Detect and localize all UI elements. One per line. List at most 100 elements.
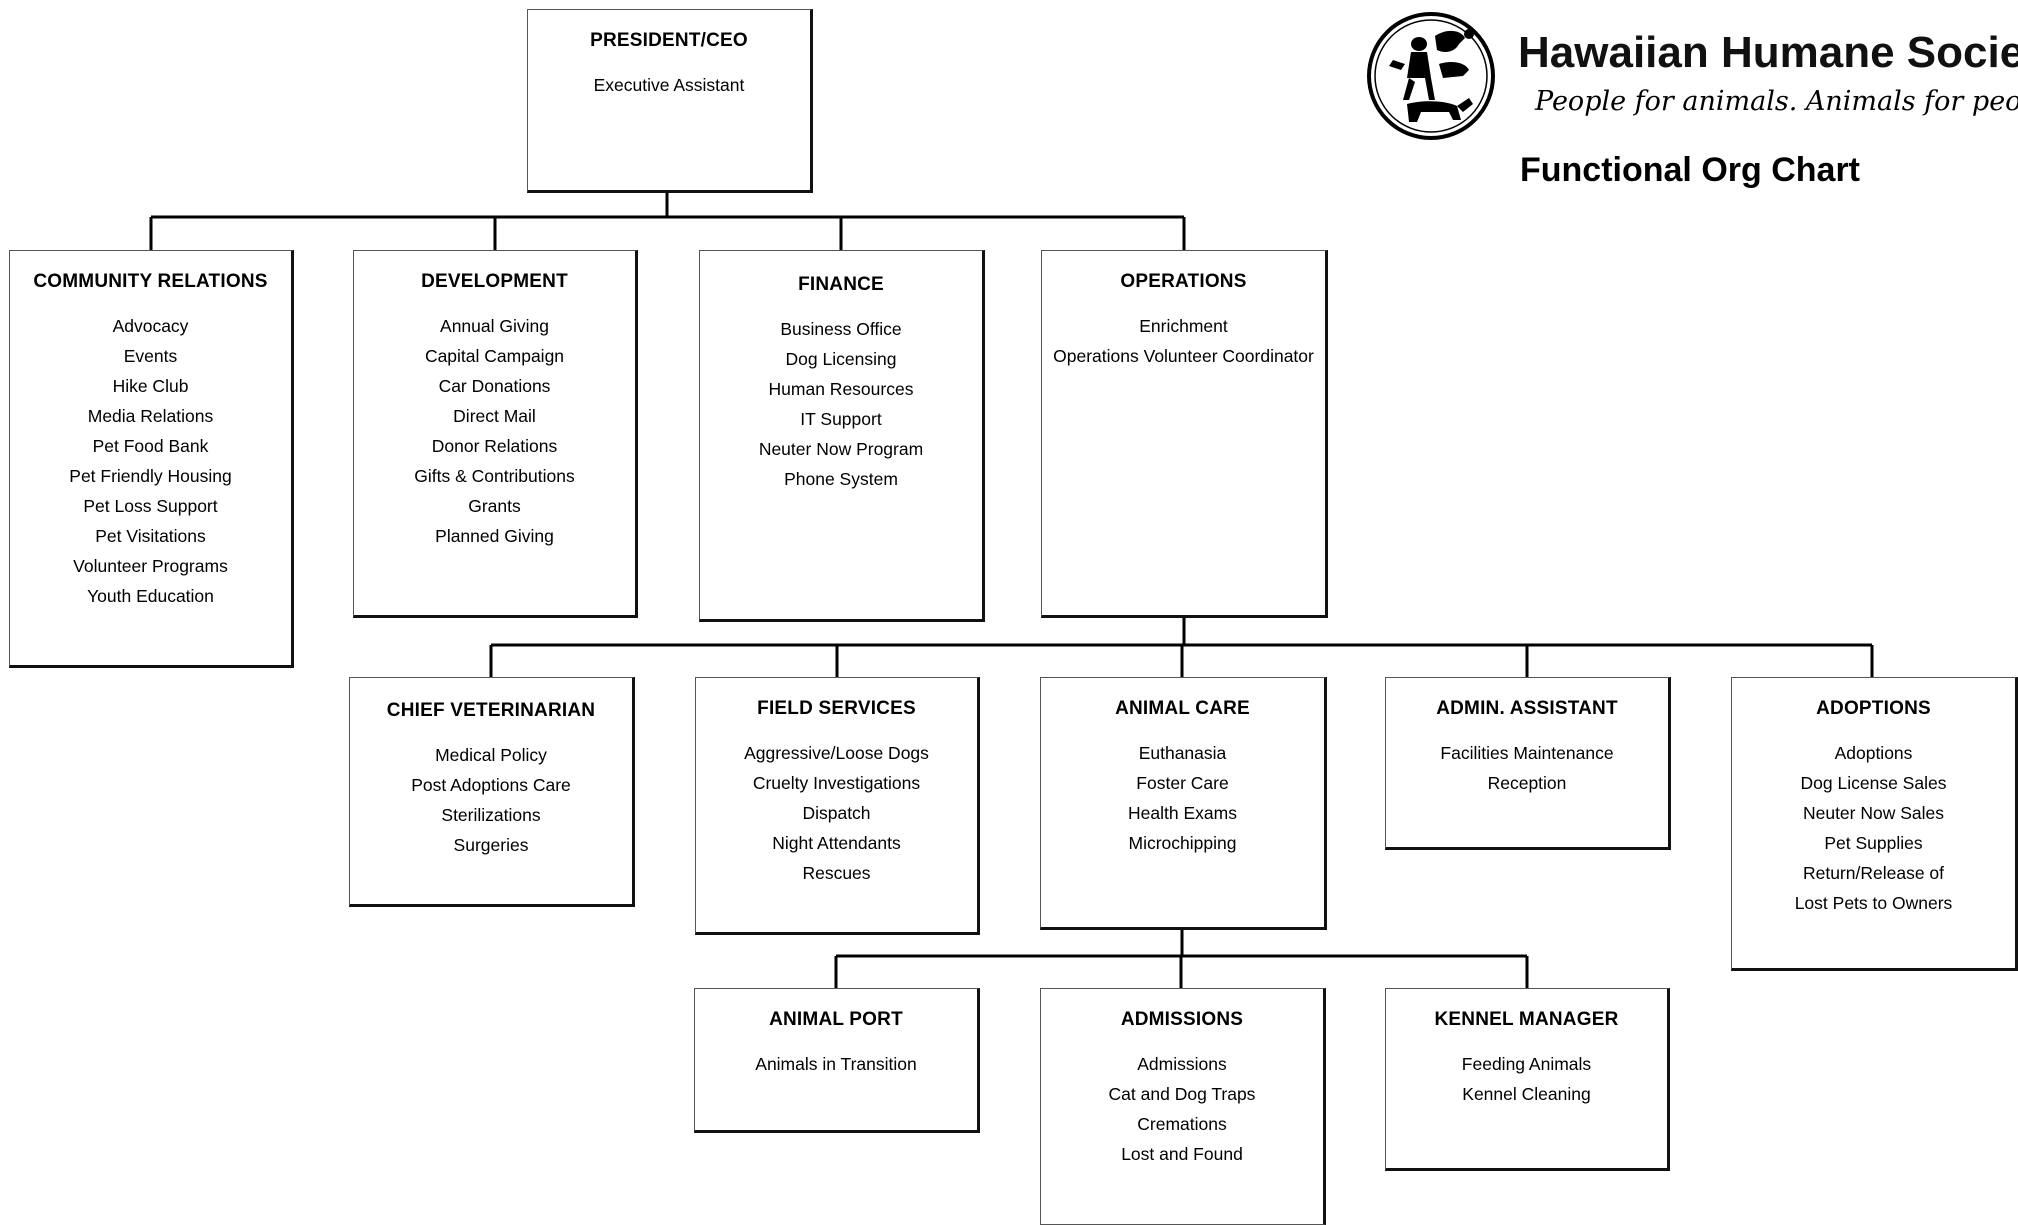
box-item: Youth Education xyxy=(87,586,214,606)
box-item: Events xyxy=(123,346,178,366)
box-item: Rescues xyxy=(802,863,871,883)
box-title: KENNEL MANAGER xyxy=(1434,1009,1619,1030)
box-item: Post Adoptions Care xyxy=(411,775,571,795)
box-item: Car Donations xyxy=(438,376,551,396)
box-title: ANIMAL CARE xyxy=(1115,698,1250,719)
box-item: Sterilizations xyxy=(441,805,541,825)
box-item: Direct Mail xyxy=(453,406,536,426)
box-item: Facilities Maintenance xyxy=(1440,743,1614,763)
box-item: Night Attendants xyxy=(772,833,901,853)
box-item: Advocacy xyxy=(112,316,189,336)
box-item: Cruelty Investigations xyxy=(752,773,921,793)
box-item: Neuter Now Sales xyxy=(1802,803,1945,823)
box-title: OPERATIONS xyxy=(1120,271,1247,292)
box-item: Cat and Dog Traps xyxy=(1108,1084,1256,1104)
box-item: Dog License Sales xyxy=(1800,773,1947,793)
box-item: Animals in Transition xyxy=(755,1054,917,1074)
box-item: Enrichment xyxy=(1139,316,1228,336)
box-item: Pet Supplies xyxy=(1824,833,1923,853)
box-item: Dispatch xyxy=(802,803,871,823)
box-item: Aggressive/Loose Dogs xyxy=(744,743,929,763)
box-item: Foster Care xyxy=(1136,773,1229,793)
box-item: Donor Relations xyxy=(431,436,558,456)
box-item: Health Exams xyxy=(1128,803,1237,823)
box-item: Neuter Now Program xyxy=(758,439,924,459)
box-item: IT Support xyxy=(800,409,882,429)
box-title: FIELD SERVICES xyxy=(757,698,916,719)
box-item: Lost Pets to Owners xyxy=(1794,893,1953,913)
box-item: Admissions xyxy=(1137,1054,1227,1074)
box-item: Pet Visitations xyxy=(95,526,206,546)
box-item: Pet Friendly Housing xyxy=(69,466,232,486)
box-items: Executive Assistant xyxy=(528,70,810,100)
box-item: Medical Policy xyxy=(435,745,547,765)
box-title: ANIMAL PORT xyxy=(769,1009,903,1030)
box-item: Adoptions xyxy=(1834,743,1913,763)
box-item: Planned Giving xyxy=(435,526,554,546)
box-item: Reception xyxy=(1487,773,1567,793)
box-item: Hike Club xyxy=(112,376,189,396)
box-item: Media Relations xyxy=(87,406,214,426)
box-item: Phone System xyxy=(784,469,898,489)
box-item: Annual Giving xyxy=(440,316,549,336)
box-item: Feeding Animals xyxy=(1461,1054,1592,1074)
box-item: Kennel Cleaning xyxy=(1462,1084,1591,1104)
box-items: Animals in Transition xyxy=(695,1049,977,1079)
box-animal-port: ANIMAL PORT Animals in Transition xyxy=(694,988,980,1133)
box-item: Executive Assistant xyxy=(593,75,745,95)
box-item: Capital Campaign xyxy=(424,346,565,366)
box-item: Cremations xyxy=(1137,1114,1227,1134)
box-title: PRESIDENT/CEO xyxy=(590,30,748,51)
box-item: Microchipping xyxy=(1128,833,1237,853)
box-item: Human Resources xyxy=(768,379,914,399)
box-title: DEVELOPMENT xyxy=(421,271,568,292)
box-item: Lost and Found xyxy=(1121,1144,1243,1164)
box-item: Pet Food Bank xyxy=(92,436,209,456)
box-item: Business Office xyxy=(780,319,902,339)
box-item: Return/Release of xyxy=(1802,863,1945,883)
box-item: Gifts & Contributions xyxy=(414,466,575,486)
box-title: FINANCE xyxy=(798,274,884,295)
box-title: ADOPTIONS xyxy=(1816,698,1931,719)
org-name: Hawaiian Humane Society xyxy=(1518,28,2018,77)
box-title: ADMISSIONS xyxy=(1120,1009,1244,1030)
box-title: COMMUNITY RELATIONS xyxy=(33,271,268,292)
brand-header: Hawaiian Humane Society People for anima… xyxy=(1365,8,2018,208)
box-item: Grants xyxy=(468,496,521,516)
box-item: Operations Volunteer Coordinator xyxy=(1053,346,1314,366)
box-item: Dog Licensing xyxy=(785,349,897,369)
tagline: People for animals. Animals for people. xyxy=(1535,86,2018,117)
box-title: ADMIN. ASSISTANT xyxy=(1436,698,1618,719)
box-item: Pet Loss Support xyxy=(83,496,218,516)
box-item: Surgeries xyxy=(453,835,529,855)
box-president-ceo: PRESIDENT/CEO Executive Assistant xyxy=(527,9,813,193)
box-title: CHIEF VETERINARIAN xyxy=(386,700,596,721)
box-item: Volunteer Programs xyxy=(73,556,228,576)
hawaiian-humane-society-logo xyxy=(1367,12,1495,140)
box-item: Euthanasia xyxy=(1138,743,1227,763)
chart-title: Functional Org Chart xyxy=(1520,151,1860,189)
